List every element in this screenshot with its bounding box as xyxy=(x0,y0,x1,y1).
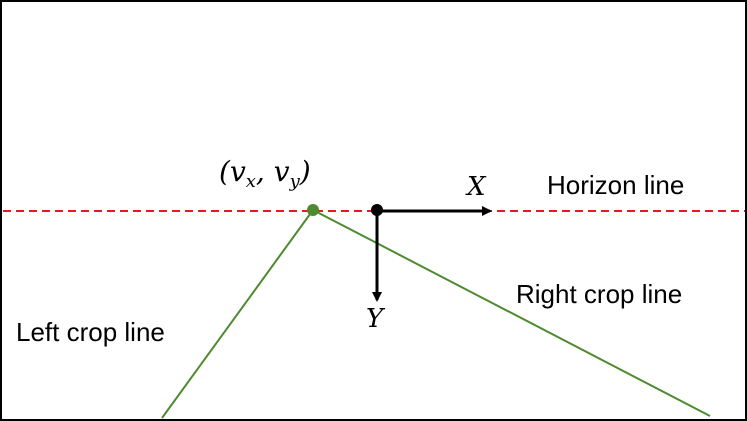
vanishing-point-label: (vx, vy) xyxy=(219,155,311,192)
left-crop-line-label: Left crop line xyxy=(16,317,165,347)
y-axis-label: Y xyxy=(366,304,384,334)
right-crop-line xyxy=(312,209,711,417)
right-crop-line-label: Right crop line xyxy=(516,279,683,309)
origin-marker xyxy=(371,204,383,216)
horizon-line-label: Horizon line xyxy=(547,170,685,200)
left-crop-line xyxy=(161,209,314,419)
x-axis-label: X xyxy=(467,172,486,202)
vanishing-point-marker xyxy=(307,204,319,216)
